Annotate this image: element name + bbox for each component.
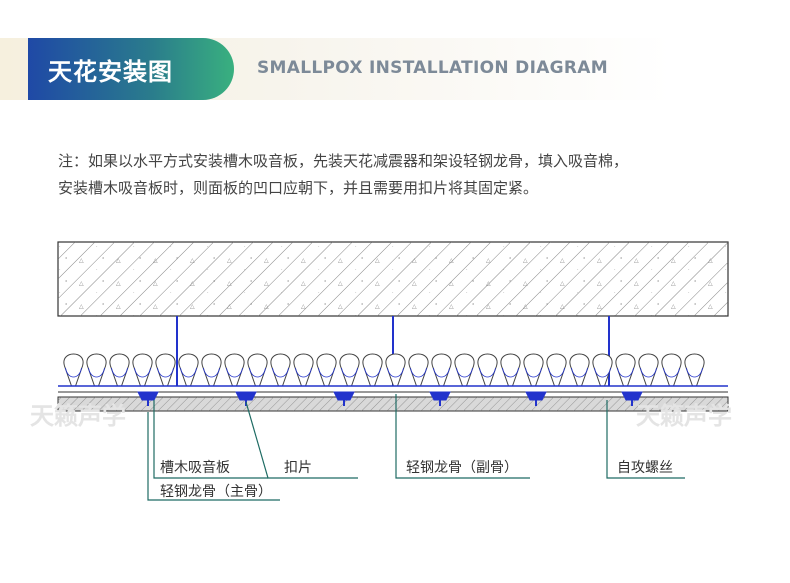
cotton-inner-curve	[663, 367, 680, 378]
note-text: 注：如果以水平方式安装槽木吸音板，先装天花减震器和架设轻钢龙骨，填入吸音棉， 安…	[58, 148, 758, 202]
watermark: 天籁声学 天籁声学	[30, 402, 732, 430]
cotton-inner-curve	[456, 367, 473, 378]
cotton-inner-curve	[249, 367, 266, 378]
title-pill: 天花安装图	[28, 38, 234, 100]
cotton-loop	[546, 353, 567, 387]
clip	[525, 391, 547, 401]
label-screw: 自攻螺丝	[617, 460, 673, 476]
label-main-keel: 轻钢龙骨（主骨）	[160, 484, 272, 500]
cotton-inner-curve	[226, 367, 243, 378]
leader-panel	[153, 400, 268, 479]
watermark-text: 天籁声学	[636, 402, 732, 430]
cotton-inner-curve	[686, 367, 703, 378]
cotton-loop	[86, 353, 107, 387]
cotton-inner-curve	[410, 367, 427, 378]
sound-absorbing-cotton	[63, 353, 705, 387]
cotton-inner-curve	[479, 367, 496, 378]
cotton-inner-curve	[525, 367, 542, 378]
clip	[429, 391, 451, 401]
note-line-1: 注：如果以水平方式安装槽木吸音板，先装天花减震器和架设轻钢龙骨，填入吸音棉，	[58, 152, 629, 170]
cotton-inner-curve	[295, 367, 312, 378]
cotton-loop	[155, 353, 176, 387]
cotton-loop	[638, 353, 659, 387]
leader-lines	[147, 394, 685, 501]
cotton-loop	[454, 353, 475, 387]
page-subtitle: SMALLPOX INSTALLATION DIAGRAM	[257, 58, 608, 78]
clip	[137, 391, 159, 401]
cotton-inner-curve	[341, 367, 358, 378]
cotton-inner-curve	[272, 367, 289, 378]
cotton-loop	[201, 353, 222, 387]
watermark-text: 天籁声学	[30, 402, 126, 430]
cotton-inner-curve	[502, 367, 519, 378]
clips	[137, 391, 643, 406]
cotton-loop	[477, 353, 498, 387]
cotton-loop	[684, 353, 705, 387]
label-panel: 槽木吸音板	[160, 460, 230, 476]
cotton-loop	[523, 353, 544, 387]
cotton-loop	[293, 353, 314, 387]
cotton-loop	[178, 353, 199, 387]
label-sub-keel: 轻钢龙骨（副骨）	[406, 460, 518, 476]
concrete-ceiling-slab	[57, 241, 729, 317]
cotton-loop	[408, 353, 429, 387]
leader-main-keel	[147, 412, 280, 501]
cotton-loop	[569, 353, 590, 387]
cotton-inner-curve	[387, 367, 404, 378]
cotton-inner-curve	[640, 367, 657, 378]
note-line-2: 安装槽木吸音板时，则面板的凹口应朝下，并且需要用扣片将其固定紧。	[58, 179, 539, 197]
cotton-inner-curve	[617, 367, 634, 378]
cotton-inner-curve	[433, 367, 450, 378]
cotton-inner-curve	[571, 367, 588, 378]
cotton-inner-curve	[203, 367, 220, 378]
cotton-inner-curve	[65, 367, 82, 378]
cotton-inner-curve	[364, 367, 381, 378]
cotton-loop	[592, 353, 613, 387]
clip	[235, 391, 257, 401]
sub-keel	[58, 385, 728, 393]
cotton-loop	[500, 353, 521, 387]
cotton-loop	[224, 353, 245, 387]
cotton-loop	[431, 353, 452, 387]
cotton-inner-curve	[111, 367, 128, 378]
cotton-inner-curve	[157, 367, 174, 378]
clip	[333, 391, 355, 401]
cotton-inner-curve	[548, 367, 565, 378]
wood-acoustic-panel	[57, 396, 729, 412]
clip	[621, 391, 643, 401]
cotton-loop	[270, 353, 291, 387]
cotton-loop	[247, 353, 268, 387]
cotton-inner-curve	[134, 367, 151, 378]
leader-screw	[606, 400, 685, 479]
cotton-loop	[132, 353, 153, 387]
leader-sub-keel	[395, 394, 530, 479]
cotton-inner-curve	[318, 367, 335, 378]
cotton-inner-curve	[594, 367, 611, 378]
leader-clip	[245, 401, 358, 479]
cotton-loop	[615, 353, 636, 387]
cotton-inner-curve	[180, 367, 197, 378]
cotton-loop	[362, 353, 383, 387]
cotton-inner-curve	[88, 367, 105, 378]
cotton-loop	[109, 353, 130, 387]
cotton-loop	[385, 353, 406, 387]
cotton-loop	[339, 353, 360, 387]
cotton-loop	[63, 353, 84, 387]
label-clip: 扣片	[284, 460, 312, 476]
page-title: 天花安装图	[48, 57, 173, 86]
cotton-loop	[316, 353, 337, 387]
cotton-loop	[661, 353, 682, 387]
